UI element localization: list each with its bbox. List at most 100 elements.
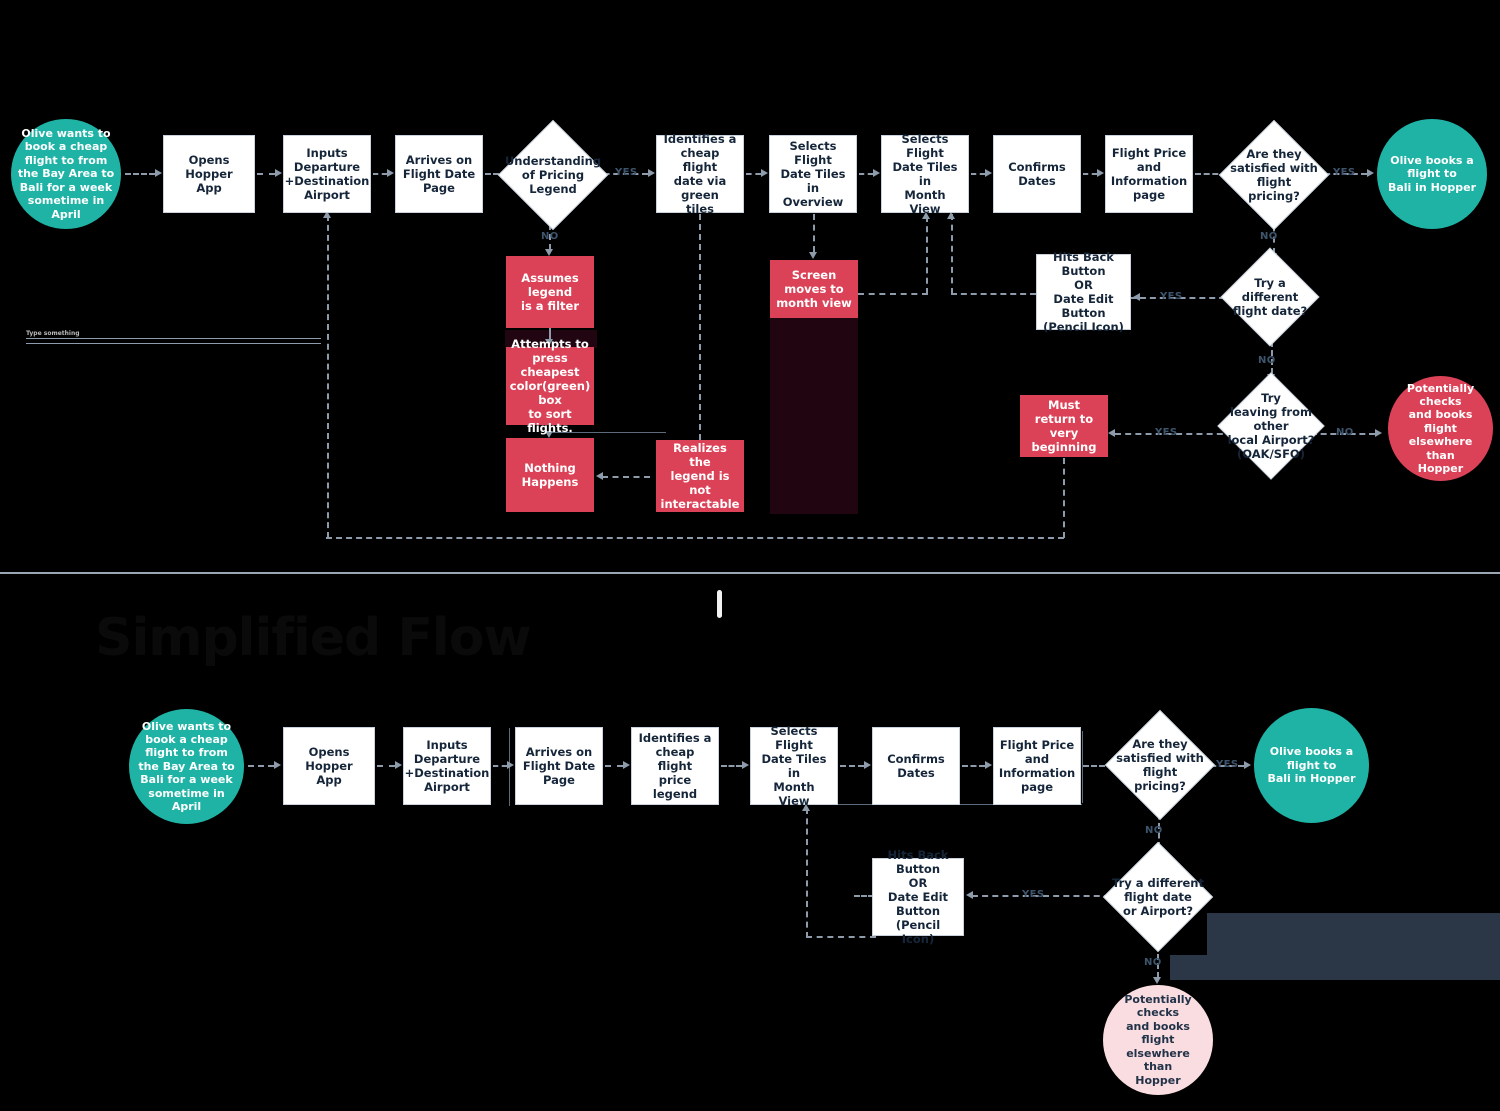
v1-label-trydate-yes: YES [1160,291,1183,302]
v2-arrow-backbutton-to-month [802,804,810,811]
v1-arrow-loop-to-inputs [323,211,331,218]
v2-edge-backbutton-left [854,895,874,897]
v1-hits-back-button[interactable]: Hits Back Button OR Date Edit Button (Pe… [1036,250,1131,334]
v1-start-terminator[interactable]: Olive wants to book a cheap flight to fr… [11,119,121,229]
v1-label-tryairport-no: NO [1336,427,1354,438]
diamond-shape [1102,841,1214,953]
v2-label-satisfied-yes: YES [1216,759,1239,770]
v2-edge-backbutton-up [806,808,808,938]
faint-text-input[interactable]: Type something [26,330,321,344]
v2-edge-arrives-to-legend [605,765,623,767]
v2-edge-trydiff-yes [972,895,1120,897]
v1-arrives-flight-date-page[interactable]: Arrives on Flight Date Page [395,135,483,213]
v1-edge-trydate-yes [1140,297,1235,299]
v2-opens-hopper-app[interactable]: Opens Hopper App [283,727,375,805]
v1-arrow-overview-to-screenmoves [809,252,817,259]
v2-inputs-airport[interactable]: Inputs Departure +Destination Airport [403,727,491,805]
v1-books-flight-terminator[interactable]: Olive books a flight to Bali in Hopper [1377,119,1487,229]
v2-label-satisfied-no: NO [1145,825,1163,836]
v2-edge-start-to-app [248,765,274,767]
v1-edge-price-to-satisfied [1195,173,1227,175]
v1-arrow-satisfied-yes [1367,169,1374,177]
v2-arrow-inputs-to-arrives [507,761,514,769]
v1-edge-confirms-to-price [1083,173,1097,175]
v1-edge-month-drop [951,214,953,294]
v2-satisfied-pricing-decision[interactable]: Are they satisfied with flight pricing? [1104,709,1216,821]
v1-realizes-legend-not-interactable[interactable]: Realizes the legend is not interactable [656,440,744,512]
v1-selects-tiles-month-view[interactable]: Selects Flight Date Tiles in Month View [881,132,969,216]
v1-try-other-airport-decision[interactable]: Try leaving from other local Airport? (O… [1217,372,1325,480]
v1-screen-moves-month-view[interactable]: Screen moves to month view [770,260,858,318]
v2-arrow-start-to-app [274,761,281,769]
v1-arrow-inputs-to-arrives [387,169,394,177]
v1-edge-satisfied-yes [1315,173,1367,175]
v1-inputs-airport[interactable]: Inputs Departure +Destination Airport [283,135,371,213]
v2-books-flight-terminator[interactable]: Olive books a flight to Bali in Hopper [1254,708,1369,823]
v1-arrow-month-return [947,212,955,219]
v1-arrow-realizes-to-nothing [596,472,603,480]
dark-panel-right-lower [1170,955,1500,980]
v1-confirms-dates[interactable]: Confirms Dates [993,135,1081,213]
v2-try-different-decision[interactable]: Try a different flight date or Airport? [1102,841,1214,953]
section-heading-hidden: Simplified Flow [95,608,531,668]
v1-books-elsewhere-terminator[interactable]: Potentially checks and books flight else… [1388,376,1493,481]
v2-edge-backbutton-rail [806,936,876,938]
faint-input-placeholder: Type something [26,330,80,337]
v1-identifies-cheap-date[interactable]: Identifies a cheap flight date via green… [656,132,744,216]
v2-hits-back-button[interactable]: Hits Back Button OR Date Edit Button (Pe… [872,848,964,946]
v1-arrow-attempts-to-nothing [545,431,553,438]
v1-edge-realizes-to-nothing [602,476,650,478]
v1-edge-overview-to-month [859,173,873,175]
v2-flight-price-info-page[interactable]: Flight Price and Information page [993,727,1081,805]
section-divider [0,572,1500,574]
v1-attempts-press-legend[interactable]: Attempts to press cheapest color(green) … [506,337,594,435]
v2-start-terminator[interactable]: Olive wants to book a cheap flight to fr… [129,709,244,824]
v1-loop-bottom-rail [326,537,1064,539]
v2-arrow-trydiff-no [1153,977,1161,984]
v1-edge-identifies-drop [699,214,701,440]
dark-shade-region-a [770,318,858,514]
v1-opens-hopper-app[interactable]: Opens Hopper App [163,135,255,213]
v2-arrives-flight-date-page[interactable]: Arrives on Flight Date Page [515,727,603,805]
v1-satisfied-pricing-decision[interactable]: Are they satisfied with flight pricing? [1218,119,1330,231]
v2-arrow-app-to-inputs [395,761,402,769]
v1-loop-must-return-down [1063,458,1065,538]
v2-confirms-dates[interactable]: Confirms Dates [872,727,960,805]
v2-label-trydiff-no: NO [1144,957,1162,968]
v2-edge-month-to-confirms [840,765,864,767]
v2-identifies-price-legend[interactable]: Identifies a cheap flight price legend [631,727,719,805]
v2-arrow-legend-to-month [742,761,749,769]
v2-edge-inputs-to-arrives [493,765,507,767]
diamond-shape [1218,119,1330,231]
v2-edge-price-to-satisfied [1083,765,1113,767]
v1-arrow-tryairport-yes [1108,429,1115,437]
v1-arrow-start-to-app [155,169,162,177]
v1-understanding-legend-decision[interactable]: Understanding of Pricing Legend [497,119,609,231]
v1-label-legend-yes: YES [615,167,638,178]
faint-input-rule-bottom [26,343,321,344]
v1-arrow-app-to-inputs [275,169,282,177]
v1-nothing-happens[interactable]: Nothing Happens [506,438,594,512]
v1-must-return-beginning[interactable]: Must return to very beginning [1020,395,1108,457]
v1-arrow-month-to-confirms [985,169,992,177]
v1-selects-tiles-overview[interactable]: Selects Flight Date Tiles in Overview [769,135,857,213]
v1-edge-overview-to-screenmoves [813,214,815,252]
v1-edge-month-rail-right [951,293,1036,295]
v1-edge-tryairport-no [1311,433,1375,435]
v1-edge-start-to-app [125,173,155,175]
v1-edge-satisfied-no [1273,214,1275,254]
v2-selects-tiles-month-view[interactable]: Selects Flight Date Tiles in Month View [750,724,838,808]
v1-assumes-legend-filter[interactable]: Assumes legend is a filter [506,256,594,328]
v2-books-elsewhere-terminator[interactable]: Potentially checks and books flight else… [1103,985,1213,1095]
v1-arrow-trydate-yes [1133,293,1140,301]
v1-label-tryairport-yes: YES [1155,427,1178,438]
v1-edge-assumes-to-attempts [549,328,551,340]
v2-arrow-trydiff-yes [966,891,973,899]
v1-edge-tryairport-yes [1115,433,1233,435]
v1-label-trydate-no: NO [1258,355,1276,366]
v1-flight-price-info-page[interactable]: Flight Price and Information page [1105,135,1193,213]
v2-arrow-month-to-confirms [864,761,871,769]
text-caret [717,590,722,618]
v1-edge-app-to-inputs [257,173,275,175]
v1-try-different-date-decision[interactable]: Try a different flight date? [1220,247,1320,347]
